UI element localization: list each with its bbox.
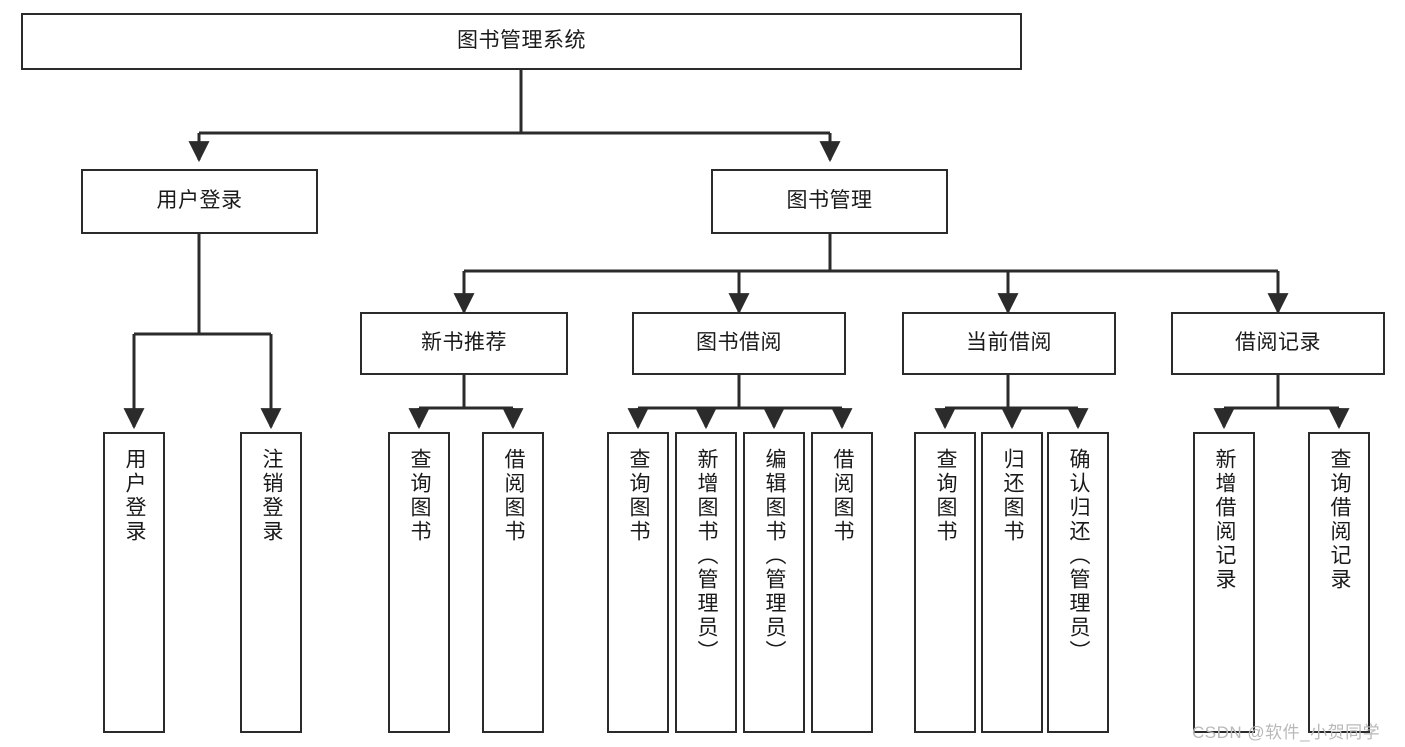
leaf-book-borrow-add-book-admin[interactable]: 新增图书（管理员） [675,432,737,733]
node-borrow-record[interactable]: 借阅记录 [1171,312,1385,375]
leaf-borrow-record-add-record[interactable]: 新增借阅记录 [1193,432,1255,733]
leaf-book-borrow-borrow-book[interactable]: 借阅图书 [811,432,873,733]
node-label: 查询图书 [627,448,651,544]
node-label: 借阅图书 [831,448,855,544]
node-label: 图书管理 [786,189,873,213]
leaf-current-borrow-confirm-return-admin[interactable]: 确认归还（管理员） [1047,432,1109,733]
watermark-csdn: CSDN @软件_小贺同学 [1192,723,1381,742]
node-label: 新增图书（管理员） [695,448,719,664]
leaf-new-book-query-book[interactable]: 查询图书 [388,432,450,733]
leaf-borrow-record-query-record[interactable]: 查询借阅记录 [1308,432,1370,733]
leaf-book-borrow-edit-book-admin[interactable]: 编辑图书（管理员） [743,432,805,733]
node-label: 编辑图书（管理员） [763,448,787,664]
leaf-user-login-login[interactable]: 用户登录 [103,432,165,733]
node-label: 查询图书 [408,448,432,544]
node-label: 用户登录 [123,448,147,544]
leaf-current-borrow-query-book[interactable]: 查询图书 [914,432,976,733]
node-book-management[interactable]: 图书管理 [711,169,948,234]
leaf-new-book-borrow-book[interactable]: 借阅图书 [482,432,544,733]
node-label: 新书推荐 [421,331,507,355]
leaf-book-borrow-query-book[interactable]: 查询图书 [607,432,669,733]
node-label: 归还图书 [1001,448,1025,544]
node-label: 图书管理系统 [457,29,586,53]
node-current-borrow[interactable]: 当前借阅 [902,312,1116,375]
node-label: 借阅记录 [1235,331,1321,355]
node-label: 借阅图书 [502,448,526,544]
node-label: 用户登录 [156,189,243,213]
leaf-current-borrow-return-book[interactable]: 归还图书 [981,432,1043,733]
node-label: 确认归还（管理员） [1067,448,1091,664]
node-label: 注销登录 [260,448,284,544]
node-label: 当前借阅 [966,331,1052,355]
node-new-book-recommend[interactable]: 新书推荐 [360,312,568,375]
node-label: 图书借阅 [696,331,782,355]
node-label: 查询图书 [934,448,958,544]
node-label: 新增借阅记录 [1213,448,1237,592]
node-book-borrow[interactable]: 图书借阅 [632,312,846,375]
node-root-book-management-system[interactable]: 图书管理系统 [21,13,1022,70]
node-user-login[interactable]: 用户登录 [81,169,318,234]
leaf-user-login-logout[interactable]: 注销登录 [240,432,302,733]
node-label: 查询借阅记录 [1328,448,1352,592]
